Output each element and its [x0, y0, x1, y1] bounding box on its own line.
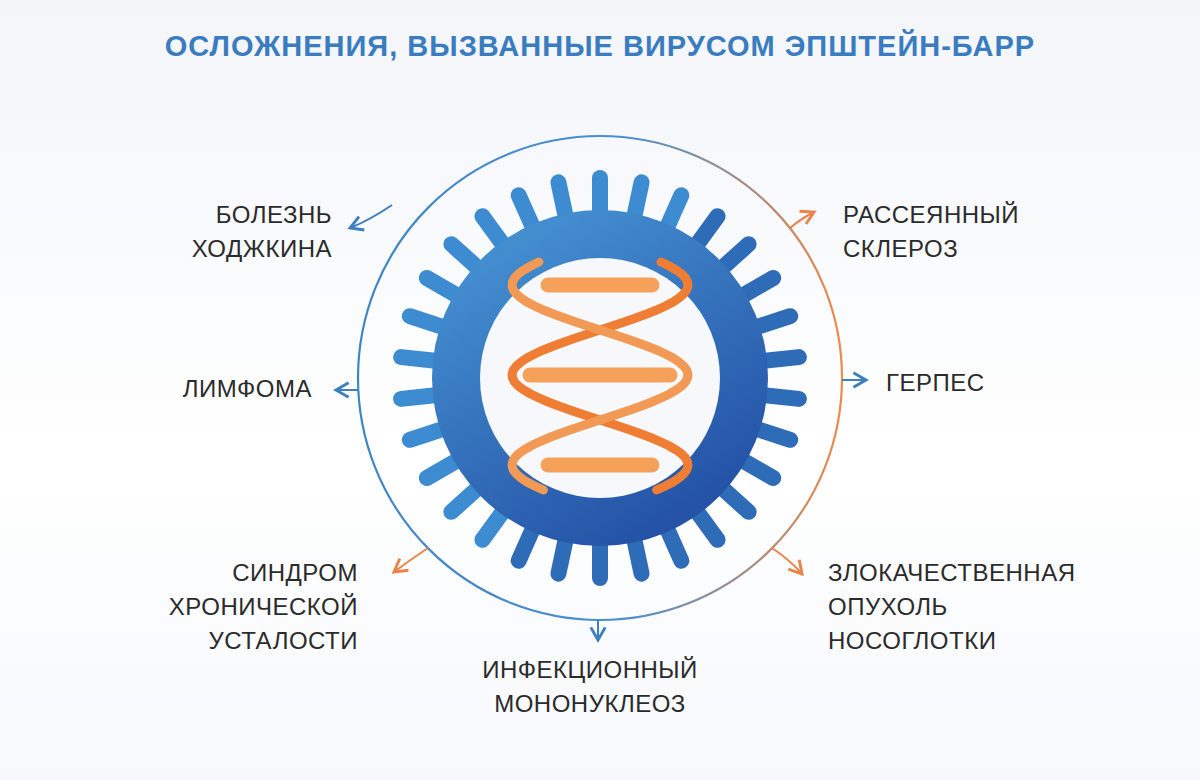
diagram-title: ОСЛОЖНЕНИЯ, ВЫЗВАННЫЕ ВИРУСОМ ЭПШТЕЙН-БА… — [0, 30, 1200, 63]
complication-label: ЛИМФОМА — [183, 372, 312, 406]
outer-ring — [358, 136, 842, 620]
dna-rung — [548, 278, 652, 293]
virus-spikes — [392, 170, 807, 586]
dna-rung — [530, 368, 670, 383]
leader-arrows — [336, 205, 866, 640]
dna-strand — [512, 262, 688, 490]
dna-strand — [512, 262, 688, 490]
arrow — [772, 548, 802, 574]
arrow — [842, 379, 866, 381]
complication-label: РАССЕЯННЫЙ СКЛЕРОЗ — [843, 198, 1019, 266]
dna-rung — [548, 458, 652, 473]
complication-label: БОЛЕЗНЬ ХОДЖКИНА — [192, 198, 332, 266]
virus-core — [480, 258, 720, 498]
complication-label: СИНДРОМ ХРОНИЧЕСКОЙ УСТАЛОСТИ — [169, 556, 358, 658]
arrow — [790, 212, 814, 228]
arrow — [597, 620, 599, 640]
complication-label: ЗЛОКАЧЕСТВЕННАЯ ОПУХОЛЬ НОСОГЛОТКИ — [828, 556, 1075, 658]
complication-label: ГЕРПЕС — [886, 366, 985, 400]
arrow — [336, 389, 358, 391]
arrow — [350, 205, 392, 228]
arrow — [394, 548, 428, 572]
virus-body — [432, 210, 768, 546]
complication-label: ИНФЕКЦИОННЫЙ МОНОНУКЛЕОЗ — [482, 653, 698, 721]
dna-helix — [512, 262, 688, 490]
